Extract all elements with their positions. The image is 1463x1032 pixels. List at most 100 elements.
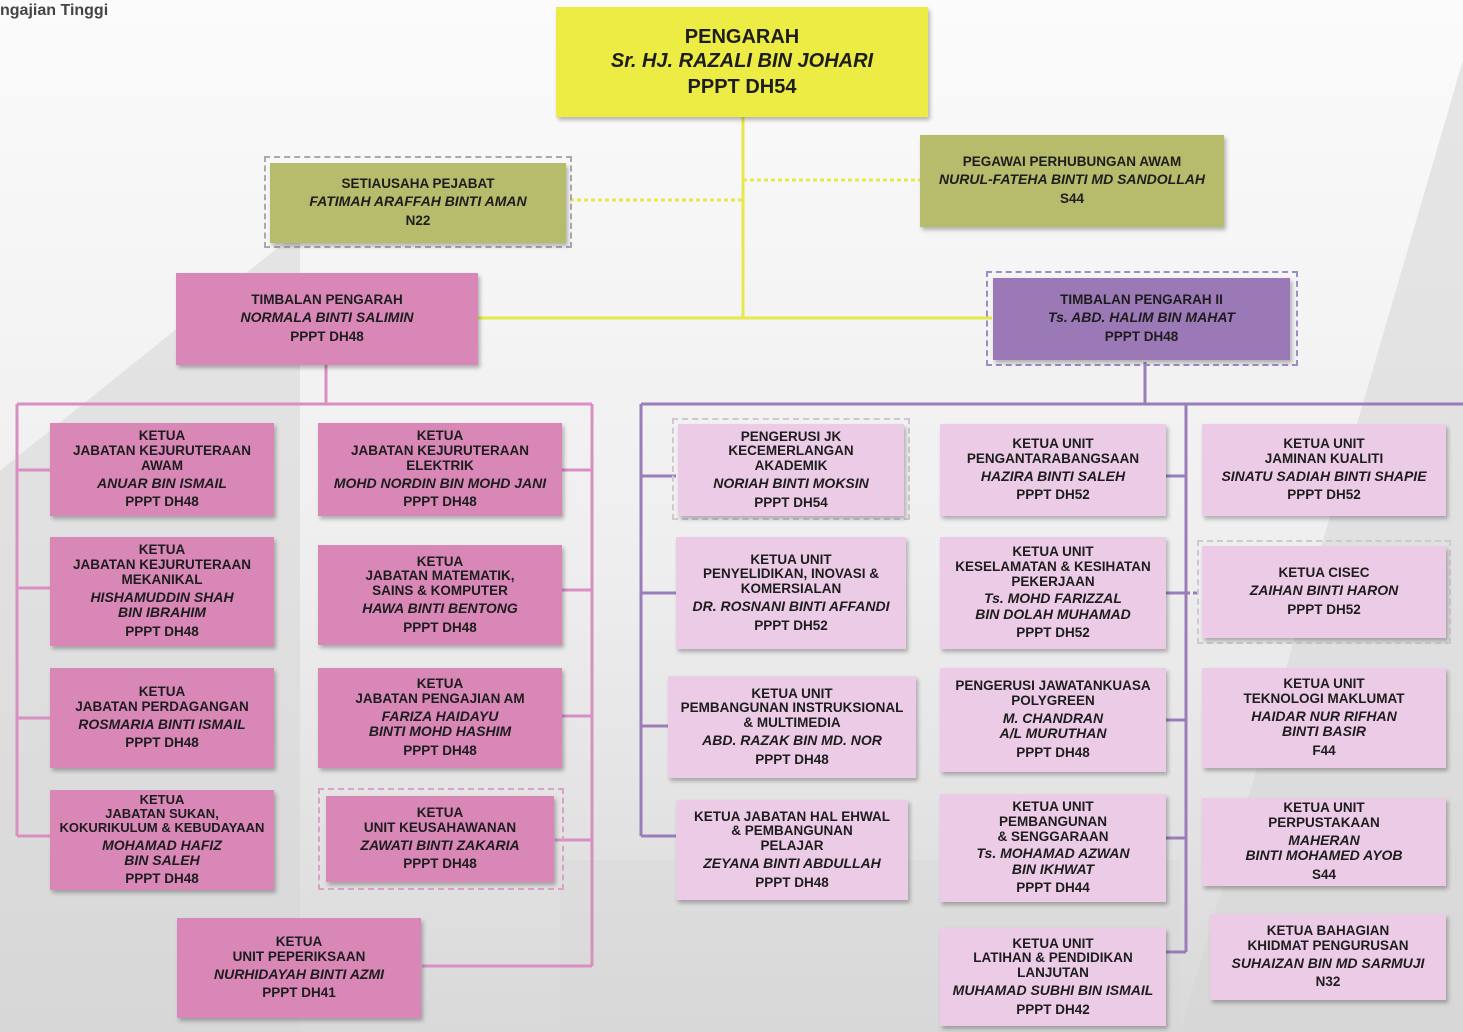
- unit-pengantarabangsaan[interactable]: KETUA UNIT PENGANTARABANGSAAN HAZIRA BIN…: [940, 424, 1166, 516]
- unit-grade: PPPT DH48: [755, 874, 829, 890]
- header-text: ngajian Tinggi: [0, 2, 109, 19]
- unit-grade: PPPT DH48: [125, 735, 199, 751]
- unit-title: KETUA JABATAN KEJURUTERAAN AWAM: [72, 428, 251, 473]
- unit-perpustakaan[interactable]: KETUA UNIT PERPUSTAKAAN MAHERAN BINTI MO…: [1202, 798, 1446, 886]
- unit-teknologi-maklumat[interactable]: KETUA UNIT TEKNOLOGI MAKLUMAT HAIDAR NUR…: [1202, 668, 1446, 768]
- unit-head-name: NURHIDAYAH BINTI AZMI: [213, 965, 385, 982]
- unit-title: KETUA BAHAGIAN KHIDMAT PENGURUSAN: [1247, 923, 1409, 953]
- unit-title: KETUA UNIT JAMINAN KUALITI: [1264, 436, 1384, 466]
- unit-grade: PPPT DH52: [1016, 625, 1090, 641]
- unit-jabatan-pengajian-am[interactable]: KETUA JABATAN PENGAJIAN AM FARIZA HAIDAY…: [318, 668, 562, 768]
- cisec-dashed-frame: [1197, 540, 1451, 644]
- unit-grade: PPPT DH48: [1016, 744, 1090, 760]
- unit-title: KETUA UNIT KEUSAHAWANAN: [363, 805, 517, 835]
- unit-grade: PPPT DH52: [1287, 601, 1361, 617]
- unit-grade: PPPT DH48: [125, 871, 199, 887]
- unit-polygreen[interactable]: PENGERUSI JAWATANKUASA POLYGREEN M. CHAN…: [940, 668, 1166, 772]
- deputy2-name: Ts. ABD. HALIM BIN MAHAT: [1048, 309, 1235, 326]
- keusahawanan-dashed-frame: [318, 788, 564, 890]
- unit-title: KETUA JABATAN HAL EHWAL & PEMBANGUNAN PE…: [694, 808, 890, 854]
- unit-title: KETUA UNIT LATIHAN & PENDIDIKAN LANJUTAN: [973, 935, 1133, 981]
- secretary-title: SETIAUSAHA PEJABAT: [341, 176, 495, 192]
- unit-title: KETUA JABATAN MATEMATIK, SAINS & KOMPUTE…: [365, 553, 515, 599]
- unit-head-name: HAWA BINTI BENTONG: [362, 600, 518, 617]
- unit-penyelidikan-inovasi[interactable]: KETUA UNIT PENYELIDIKAN, INOVASI & KOMER…: [676, 537, 906, 649]
- unit-head-name: HISHAMUDDIN SHAH BIN IBRAHIM: [90, 588, 234, 621]
- unit-grade: PPPT DH52: [1287, 487, 1361, 503]
- unit-grade: PPPT DH48: [755, 751, 829, 767]
- unit-title: KETUA UNIT KESELAMATAN & KESIHATAN PEKER…: [955, 543, 1151, 589]
- unit-title: KETUA UNIT TEKNOLOGI MAKLUMAT: [1243, 676, 1405, 707]
- unit-head-name: ABD. RAZAK BIN MD. NOR: [702, 732, 882, 749]
- unit-title: KETUA UNIT PEMBANGUNAN & SENGGARAAN: [997, 798, 1109, 844]
- unit-grade: S44: [1311, 866, 1337, 882]
- unit-grade: PPPT DH48: [403, 856, 477, 872]
- unit-latihan-pendidikan-lanjutan[interactable]: KETUA UNIT LATIHAN & PENDIDIKAN LANJUTAN…: [940, 928, 1166, 1026]
- unit-grade: PPPT DH41: [262, 985, 336, 1001]
- unit-keselamatan-kesihatan[interactable]: KETUA UNIT KESELAMATAN & KESIHATAN PEKER…: [940, 537, 1166, 649]
- unit-cisec[interactable]: KETUA CISEC ZAIHAN BINTI HARON PPPT DH52: [1202, 546, 1446, 638]
- unit-jabatan-matematik-sains-komputer[interactable]: KETUA JABATAN MATEMATIK, SAINS & KOMPUTE…: [318, 545, 562, 645]
- pr-officer-grade: S44: [1059, 190, 1085, 206]
- unit-jabatan-perdagangan[interactable]: KETUA JABATAN PERDAGANGAN ROSMARIA BINTI…: [50, 668, 274, 768]
- unit-grade: PPPT DH48: [403, 494, 477, 510]
- unit-head-name: SUHAIZAN BIN MD SARMUJI: [1231, 954, 1425, 971]
- unit-jabatan-kejuruteraan-elektrik[interactable]: KETUA JABATAN KEJURUTERAAN ELEKTRIK MOHD…: [318, 423, 562, 516]
- unit-title: KETUA UNIT PENGANTARABANGSAAN: [966, 436, 1140, 466]
- pr-officer-name: NURUL-FATEHA BINTI MD SANDOLLAH: [939, 171, 1205, 188]
- unit-head-name: MOHAMAD HAFIZ BIN SALEH: [102, 836, 222, 869]
- unit-jabatan-kejuruteraan-mekanikal[interactable]: KETUA JABATAN KEJURUTERAAN MEKANIKAL HIS…: [50, 537, 274, 646]
- unit-peperiksaan[interactable]: KETUA UNIT PEPERIKSAAN NURHIDAYAH BINTI …: [177, 918, 421, 1018]
- unit-title: PENGERUSI JK KECEMERLANGAN AKADEMIK: [728, 428, 854, 474]
- unit-jabatan-sukan-kokurikulum[interactable]: KETUA JABATAN SUKAN, KOKURIKULUM & KEBUD…: [50, 790, 274, 890]
- director-name: Sr. HJ. RAZALI BIN JOHARI: [610, 50, 874, 72]
- unit-grade: PPPT DH48: [403, 619, 477, 635]
- deputy2-dashed-frame: [986, 271, 1298, 366]
- unit-jaminan-kualiti[interactable]: KETUA UNIT JAMINAN KUALITI SINATU SADIAH…: [1202, 424, 1446, 516]
- unit-title: KETUA JABATAN KEJURUTERAAN ELEKTRIK: [350, 428, 529, 473]
- unit-title: KETUA JABATAN PERDAGANGAN: [75, 684, 249, 714]
- unit-title: KETUA UNIT PERPUSTAKAAN: [1268, 800, 1380, 831]
- unit-grade: PPPT DH48: [125, 494, 199, 510]
- unit-title: KETUA UNIT PENYELIDIKAN, INOVASI & KOMER…: [702, 551, 880, 597]
- unit-pembangunan-instruksional[interactable]: KETUA UNIT PEMBANGUNAN INSTRUKSIONAL & M…: [668, 676, 916, 778]
- unit-head-name: SINATU SADIAH BINTI SHAPIE: [1221, 467, 1427, 484]
- unit-head-name: ZAIHAN BINTI HARON: [1249, 582, 1399, 599]
- unit-grade: PPPT DH48: [403, 742, 477, 758]
- pr-officer-box[interactable]: PEGAWAI PERHUBUNGAN AWAM NURUL-FATEHA BI…: [920, 135, 1224, 227]
- unit-head-name: M. CHANDRAN A/L MURUTHAN: [999, 710, 1107, 742]
- unit-jabatan-kejuruteraan-awam[interactable]: KETUA JABATAN KEJURUTERAAN AWAM ANUAR BI…: [50, 423, 274, 516]
- unit-head-name: MAHERAN BINTI MOHAMED AYOB: [1245, 832, 1403, 864]
- unit-head-name: NORIAH BINTI MOKSIN: [713, 475, 869, 492]
- unit-grade: N32: [1315, 974, 1341, 990]
- unit-head-name: MOHD NORDIN BIN MOHD JANI: [333, 474, 547, 491]
- unit-hal-ehwal-pelajar[interactable]: KETUA JABATAN HAL EHWAL & PEMBANGUNAN PE…: [676, 800, 908, 900]
- unit-kecemerlangan-akademik[interactable]: PENGERUSI JK KECEMERLANGAN AKADEMIK NORI…: [678, 424, 904, 516]
- unit-grade: PPPT DH44: [1016, 880, 1090, 896]
- secretary-name: FATIMAH ARAFFAH BINTI AMAN: [309, 193, 527, 210]
- unit-title: KETUA UNIT PEMBANGUNAN INSTRUKSIONAL & M…: [680, 685, 904, 731]
- secretary-dashed-frame: [264, 156, 572, 248]
- unit-head-name: ANUAR BIN ISMAIL: [97, 474, 227, 491]
- director-grade: PPPT DH54: [687, 76, 797, 98]
- unit-khidmat-pengurusan[interactable]: KETUA BAHAGIAN KHIDMAT PENGURUSAN SUHAIZ…: [1210, 914, 1446, 1000]
- unit-head-name: HAIDAR NUR RIFHAN BINTI BASIR: [1251, 708, 1397, 740]
- deputy1-title: TIMBALAN PENGARAH: [251, 292, 403, 308]
- unit-title: KETUA JABATAN SUKAN, KOKURIKULUM & KEBUD…: [59, 791, 265, 836]
- secretary-box[interactable]: SETIAUSAHA PEJABAT FATIMAH ARAFFAH BINTI…: [270, 163, 566, 243]
- unit-grade: PPPT DH52: [1016, 487, 1090, 503]
- unit-title: KETUA JABATAN KEJURUTERAAN MEKANIKAL: [72, 542, 251, 588]
- deputy2-grade: PPPT DH48: [1104, 328, 1179, 344]
- deputy1-grade: PPPT DH48: [290, 328, 364, 344]
- unit-keusahawanan[interactable]: KETUA UNIT KEUSAHAWANAN ZAWATI BINTI ZAK…: [326, 796, 554, 882]
- unit-head-name: Ts. MOHAMAD AZWAN BIN IKHWAT: [976, 845, 1130, 877]
- deputy1-box[interactable]: TIMBALAN PENGARAH NORMALA BINTI SALIMIN …: [176, 273, 478, 365]
- unit-title: KETUA CISEC: [1278, 565, 1370, 581]
- director-box[interactable]: PENGARAH Sr. HJ. RAZALI BIN JOHARI PPPT …: [556, 7, 928, 117]
- unit-grade: PPPT DH54: [754, 494, 828, 510]
- deputy2-box[interactable]: TIMBALAN PENGARAH II Ts. ABD. HALIM BIN …: [993, 278, 1290, 360]
- unit-head-name: ZEYANA BINTI ABDULLAH: [703, 855, 881, 872]
- unit-pembangunan-senggaraan[interactable]: KETUA UNIT PEMBANGUNAN & SENGGARAAN Ts. …: [940, 794, 1166, 902]
- unit-head-name: ZAWATI BINTI ZAKARIA: [360, 836, 520, 853]
